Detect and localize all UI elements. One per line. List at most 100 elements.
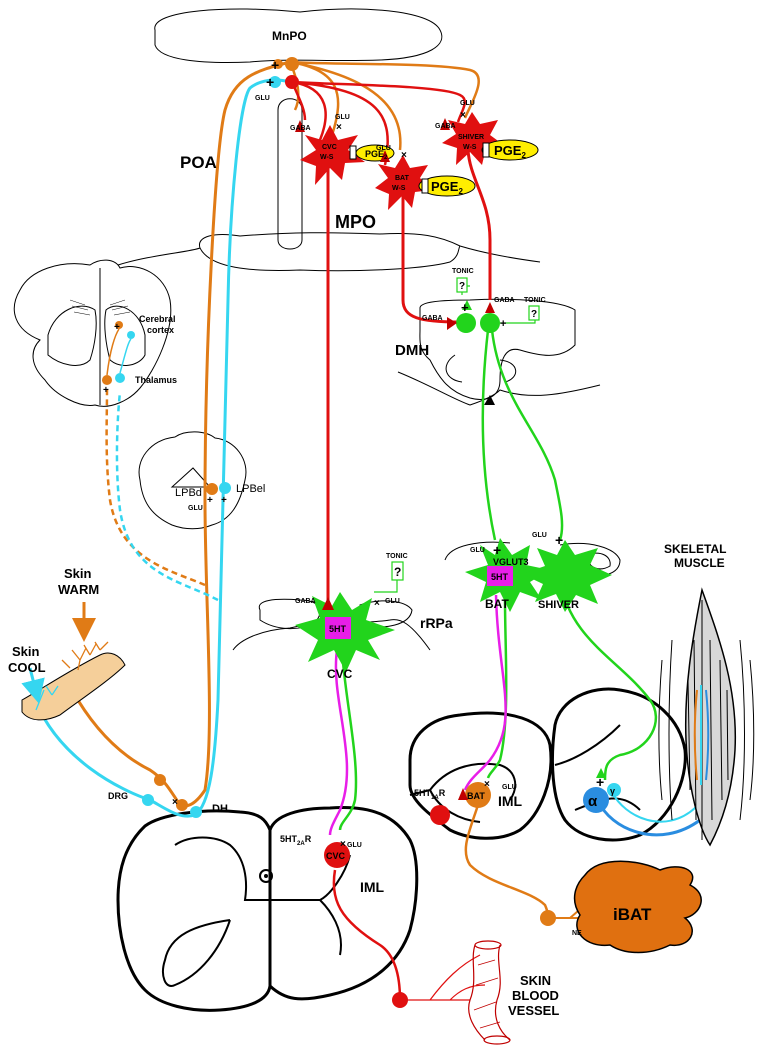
lpb-triangle: [170, 467, 212, 488]
mnpo-cool-terminal: [269, 76, 281, 88]
label-skin-cool-1: Skin: [12, 644, 40, 659]
plus-lpb: +: [207, 495, 213, 506]
plus-thalamus: +: [103, 385, 109, 396]
5ht-magenta-bat: [463, 594, 507, 791]
plus-rrpa-shiver: +: [555, 532, 563, 548]
lpb-outline: [138, 431, 247, 530]
rrpa-right-5ht-box: [487, 566, 513, 586]
plus-rrpa-right: +: [493, 542, 501, 558]
label-iml-cvc: CVC: [326, 851, 346, 861]
shiver-star-neuron: [442, 112, 505, 165]
label-poa: POA: [180, 153, 217, 172]
label-alpha: α: [588, 793, 598, 810]
label-iml-bat: BAT: [467, 791, 485, 801]
q-dmh-left: ?: [459, 281, 465, 292]
skin-blood-vessel: [468, 940, 511, 1045]
cvc-to-vessel: [332, 869, 402, 1001]
label-skin-cool-2: COOL: [8, 660, 46, 675]
label-glu-mnpo: GLU: [255, 95, 270, 102]
coronal-inner: [47, 305, 146, 366]
label-ne: NE: [572, 930, 582, 937]
sympathetic-bat-ganglion: [540, 910, 556, 926]
skeletal-muscle: [658, 587, 755, 847]
plus-mnpo-warm: +: [271, 57, 279, 73]
label-mpo: MPO: [335, 212, 376, 232]
dmh-gaba-triangle-top: [485, 302, 495, 313]
rrpa-green-to-cvc: [338, 649, 358, 831]
label-rrpa-shiver: SHIVER: [538, 599, 579, 611]
spinal-cord-left: [116, 809, 272, 1012]
label-vglut3: VGLUT3: [493, 557, 529, 567]
warm-afferent-branches: [288, 60, 480, 151]
label-glu-dmh-top: GLU: [376, 145, 391, 152]
mnpo-red-neuron: [285, 75, 299, 89]
label-vessel-1: SKIN: [520, 973, 551, 988]
q-dmh-right: ?: [531, 309, 537, 320]
label-skeletal-2: MUSCLE: [674, 556, 725, 570]
q-rrpa: ?: [394, 565, 401, 579]
spinal-cord-mid-inner: [409, 762, 517, 823]
label-5ht1a: 5HT1AR: [414, 788, 446, 801]
label-glu-rrpa-right-1: GLU: [470, 547, 485, 554]
poa-midline: [277, 98, 303, 250]
gamma-motor-neuron: [607, 783, 621, 797]
skin-warm-endings: [61, 641, 109, 671]
iml-red-neuron: [430, 805, 450, 825]
label-lpbel: LPBel: [236, 483, 265, 495]
gaba-triangle-shiver: [440, 118, 450, 130]
iml-bat-neuron: [465, 782, 491, 808]
central-canal: [259, 869, 273, 883]
label-gaba-dmh-top: GABA: [494, 297, 515, 304]
spinal-cord-right-inner: [554, 724, 641, 811]
rrpa-green-to-bat: [486, 599, 508, 779]
cvc-star-neuron: [300, 125, 365, 185]
dmh-neuron-right: [480, 313, 500, 333]
label-glu-shiver: GLU: [460, 100, 475, 107]
bat-star-neuron: [375, 155, 432, 210]
label-vessel-3: VESSEL: [508, 1003, 559, 1018]
label-tonic-dmh-right: TONIC: [524, 297, 546, 304]
plus-dmh-right: +: [500, 318, 506, 330]
ibat-tissue: [573, 860, 702, 954]
label-skin-warm-1: Skin: [64, 566, 92, 581]
tonic-box-dmh-left: [456, 277, 468, 293]
label-tonic-dmh-left: TONIC: [452, 268, 474, 275]
sympathetic-cvc-ganglion: [392, 992, 408, 1008]
lpbel-neuron: [219, 482, 231, 494]
spinal-cord-left-right: [268, 805, 419, 1001]
label-gaba-dmh-left: GABA: [422, 315, 443, 322]
dmh-outline: [419, 298, 576, 400]
warm-thalamus-dashed: [105, 389, 206, 587]
dmh-base: [397, 371, 601, 406]
red-mnpo-branches: [290, 80, 467, 166]
plus-mnpo-cool: +: [266, 74, 274, 90]
label-cerebral-2: cortex: [147, 325, 174, 335]
dmh-inner: [445, 354, 517, 383]
cross-glu-cvc: ×: [336, 122, 342, 133]
dmh-glu-triangle: [462, 300, 472, 310]
mnpo-warm-terminal: [273, 59, 283, 69]
shiver-red-to-dmh: [466, 149, 492, 300]
plus-dmh-left: +: [461, 300, 469, 315]
alpha-motor-neuron: [583, 787, 609, 813]
drg-warm-neuron: [154, 774, 166, 786]
drg-cool-neuron: [142, 794, 154, 806]
dmh-green-to-rrpa: [481, 329, 564, 541]
label-ws-cvc: W-S: [320, 154, 334, 161]
label-bat-poa: BAT: [395, 175, 410, 182]
cross-dh: ×: [172, 797, 178, 808]
dmh-tonic-right-loop: [500, 320, 536, 324]
skin-strip: [21, 652, 126, 721]
tonic-box-dmh-right: [528, 305, 540, 321]
pge2-shiver: [481, 139, 539, 161]
cortex-cool-neuron: [127, 331, 135, 339]
cool-thalamus-dashed: [115, 391, 219, 602]
label-ws-shiver: W-S: [463, 144, 477, 151]
label-pge2-cvc: PGE2: [365, 149, 388, 161]
warm-afferent-path: [70, 60, 291, 808]
rrpa-tonic-loop: [374, 580, 398, 593]
motor-glu-triangle: [596, 768, 606, 778]
label-skeletal-1: SKELETAL: [664, 542, 726, 556]
dmh-neuron-left: [456, 313, 476, 333]
label-thalamus: Thalamus: [135, 375, 177, 385]
